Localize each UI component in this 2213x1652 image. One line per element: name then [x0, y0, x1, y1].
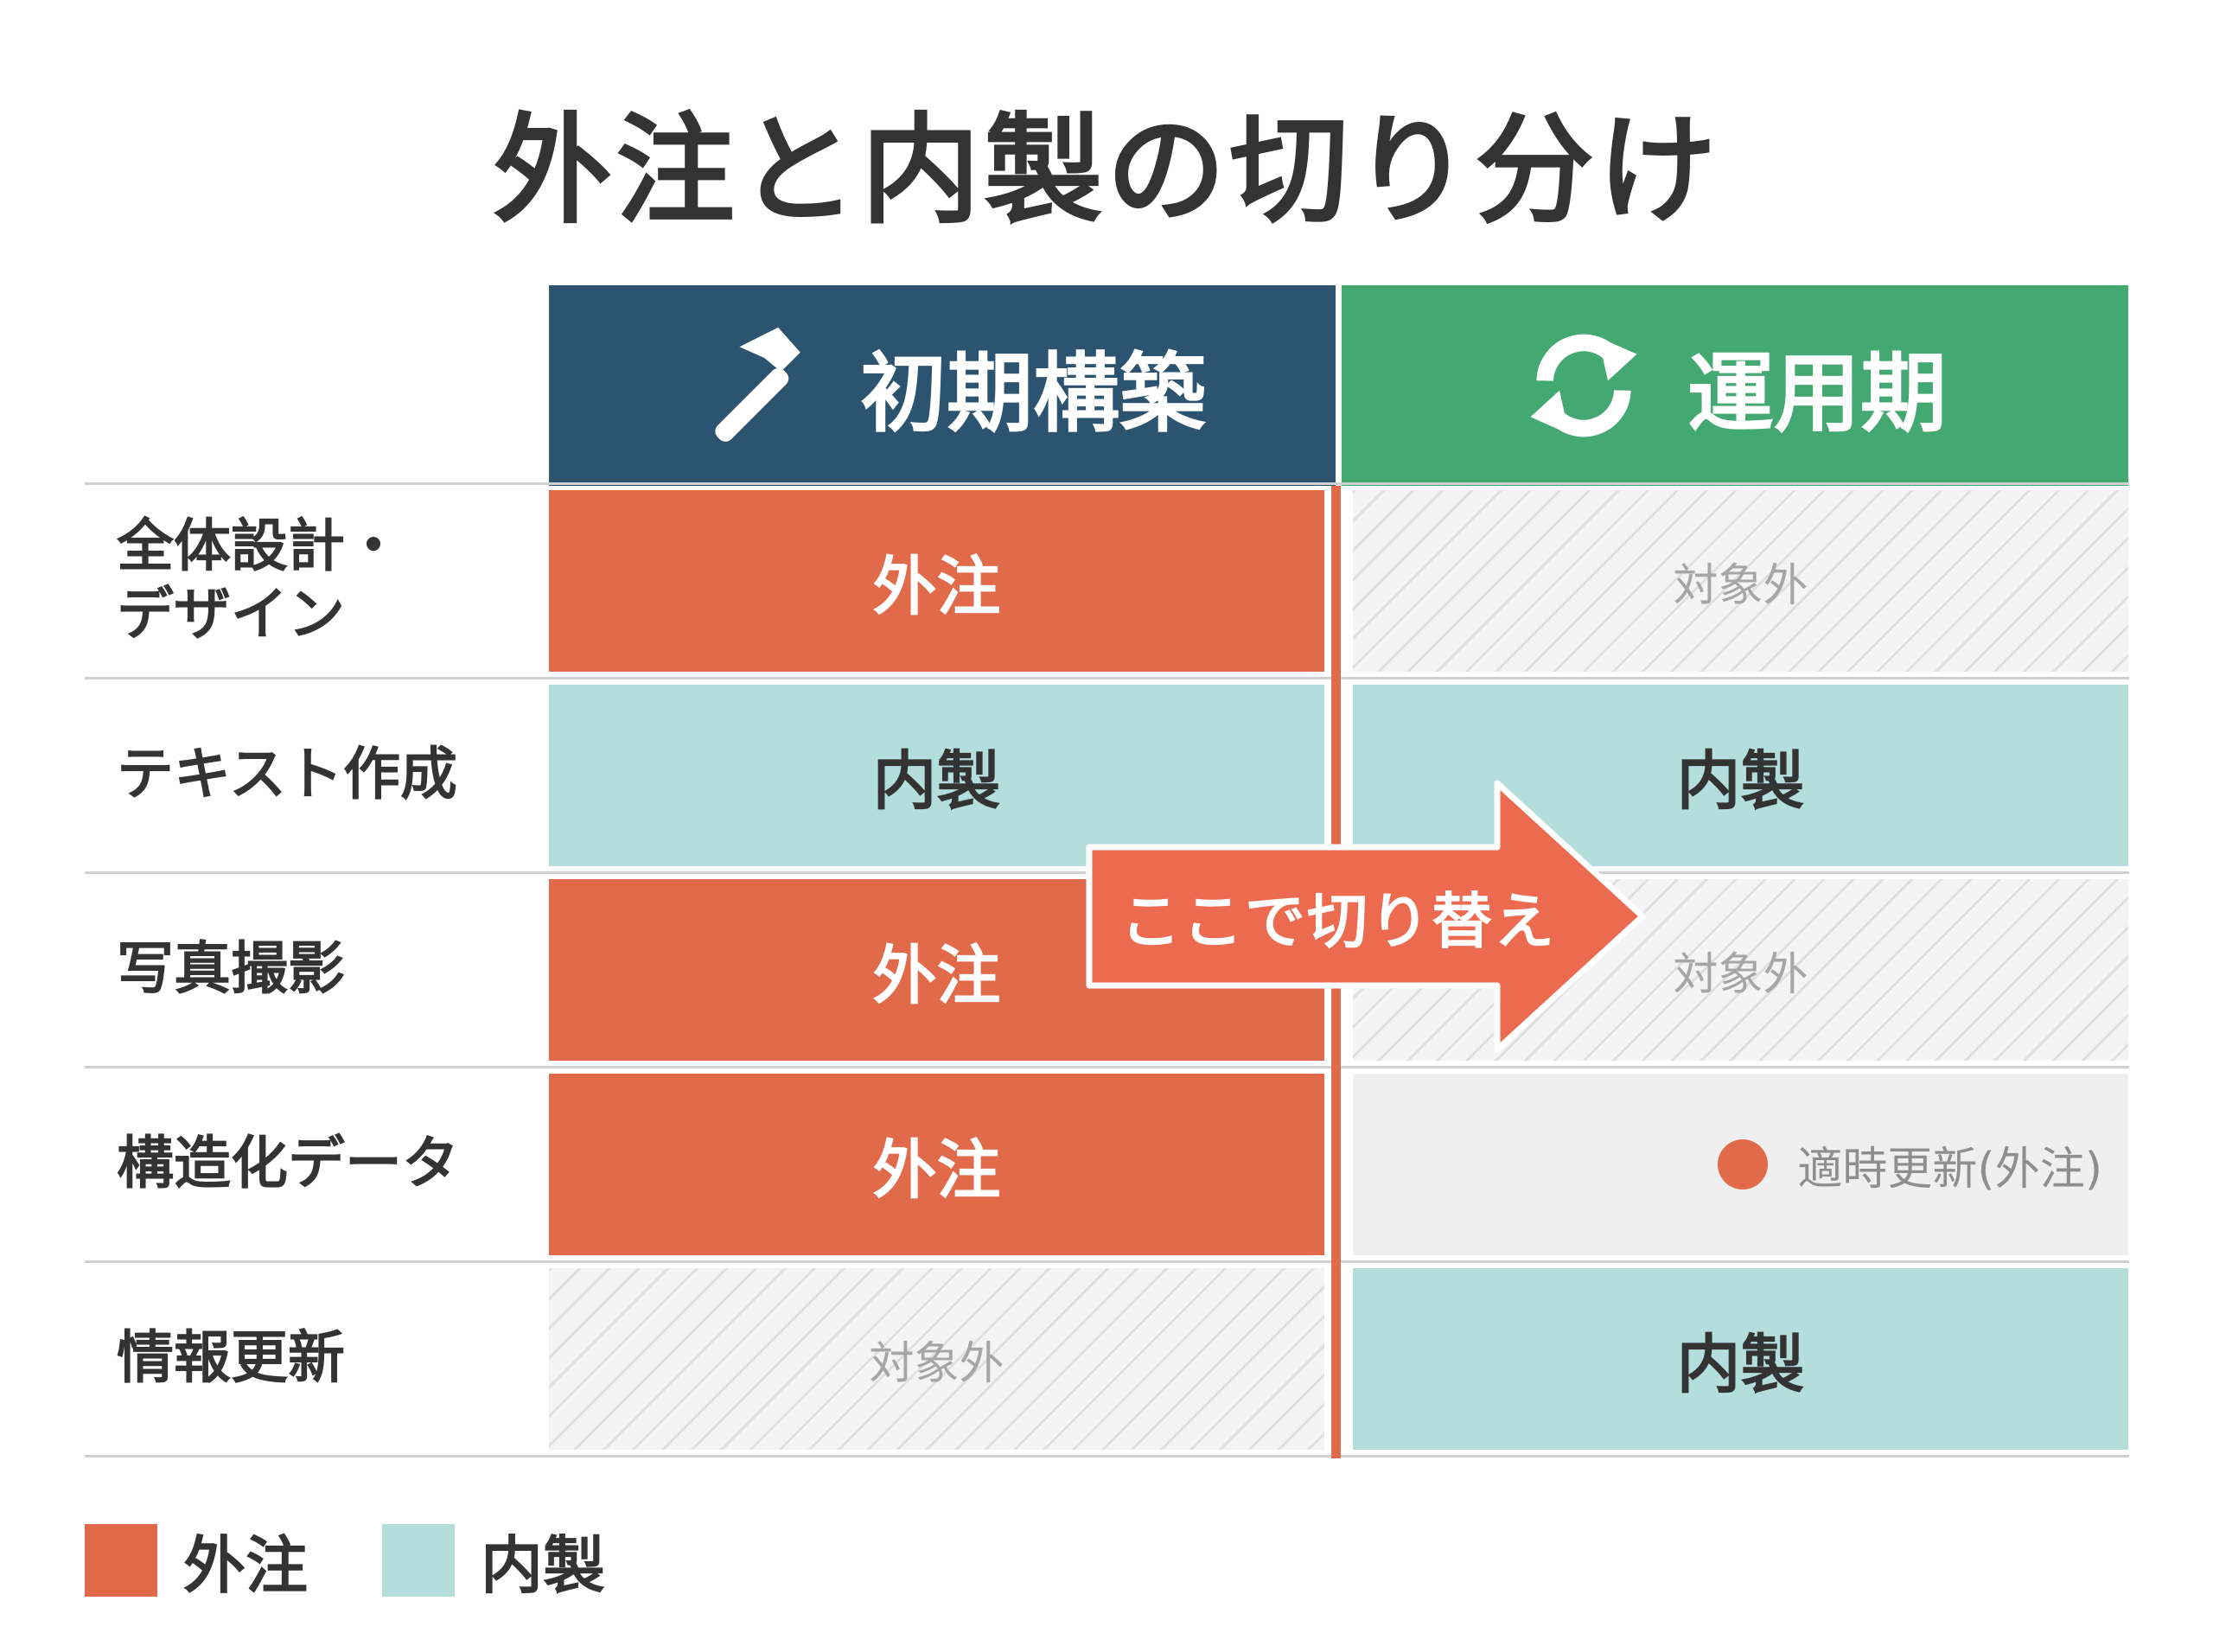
row-label-line: 情報更新 — [117, 1324, 345, 1392]
legend-swatch-inhouse — [382, 1523, 455, 1597]
row-label-info-update: 情報更新 — [117, 1266, 532, 1450]
row-label-line: 全体設計・ — [117, 512, 402, 579]
row-label-structured-data: 構造化データ — [117, 1072, 532, 1255]
row-label-line: デザイン — [117, 581, 345, 647]
periodic-update-label: 適時更新(外注) — [1797, 1143, 2102, 1196]
row-label-design: 全体設計・ デザイン — [117, 488, 532, 672]
phase-label: 運用期 — [1687, 342, 1947, 444]
row-divider — [85, 1260, 2129, 1263]
phase-header-initial: 初期構築 — [549, 285, 1336, 486]
cell-design-initial: 外注 — [549, 490, 1324, 672]
switch-label: ここで切り替え — [1120, 885, 1556, 957]
row-label-photo: 写真撮影 — [117, 877, 532, 1061]
row-divider — [85, 1455, 2129, 1457]
row-label-text: テキスト作成 — [117, 683, 532, 866]
cell-text-initial: 内製 — [549, 685, 1324, 866]
refresh-icon — [1530, 334, 1637, 437]
row-label-line: 構造化データ — [117, 1130, 459, 1197]
cell-design-ops: 対象外 — [1353, 490, 2128, 672]
legend-item-inhouse: 内製 — [382, 1515, 605, 1605]
row-divider — [85, 1066, 2129, 1068]
phase-header-ops: 運用期 — [1342, 285, 2128, 486]
cell-info-update-initial: 対象外 — [549, 1268, 1324, 1450]
row-label-line: テキスト作成 — [117, 741, 458, 808]
legend-item-outsource: 外注 — [85, 1515, 308, 1605]
cell-structured-data-initial: 外注 — [549, 1074, 1324, 1255]
phase-label: 初期構築 — [860, 342, 1206, 444]
row-divider — [85, 482, 2129, 485]
page-title: 外注と内製の切り分け — [492, 101, 1720, 240]
row-label-line: 写真撮影 — [117, 935, 345, 1003]
legend-label: 内製 — [481, 1529, 606, 1602]
row-divider — [85, 677, 2129, 679]
legend-swatch-outsource — [85, 1523, 157, 1597]
switch-arrow-icon — [1086, 780, 1646, 1053]
cell-info-update-ops: 内製 — [1353, 1268, 2128, 1450]
hammer-icon — [715, 327, 800, 442]
outsource-dot-icon — [1718, 1139, 1769, 1190]
cell-structured-data-ops: 適時更新(外注) — [1353, 1074, 2128, 1255]
legend-label: 外注 — [183, 1529, 309, 1602]
cell-text-ops: 内製 — [1353, 685, 2128, 866]
